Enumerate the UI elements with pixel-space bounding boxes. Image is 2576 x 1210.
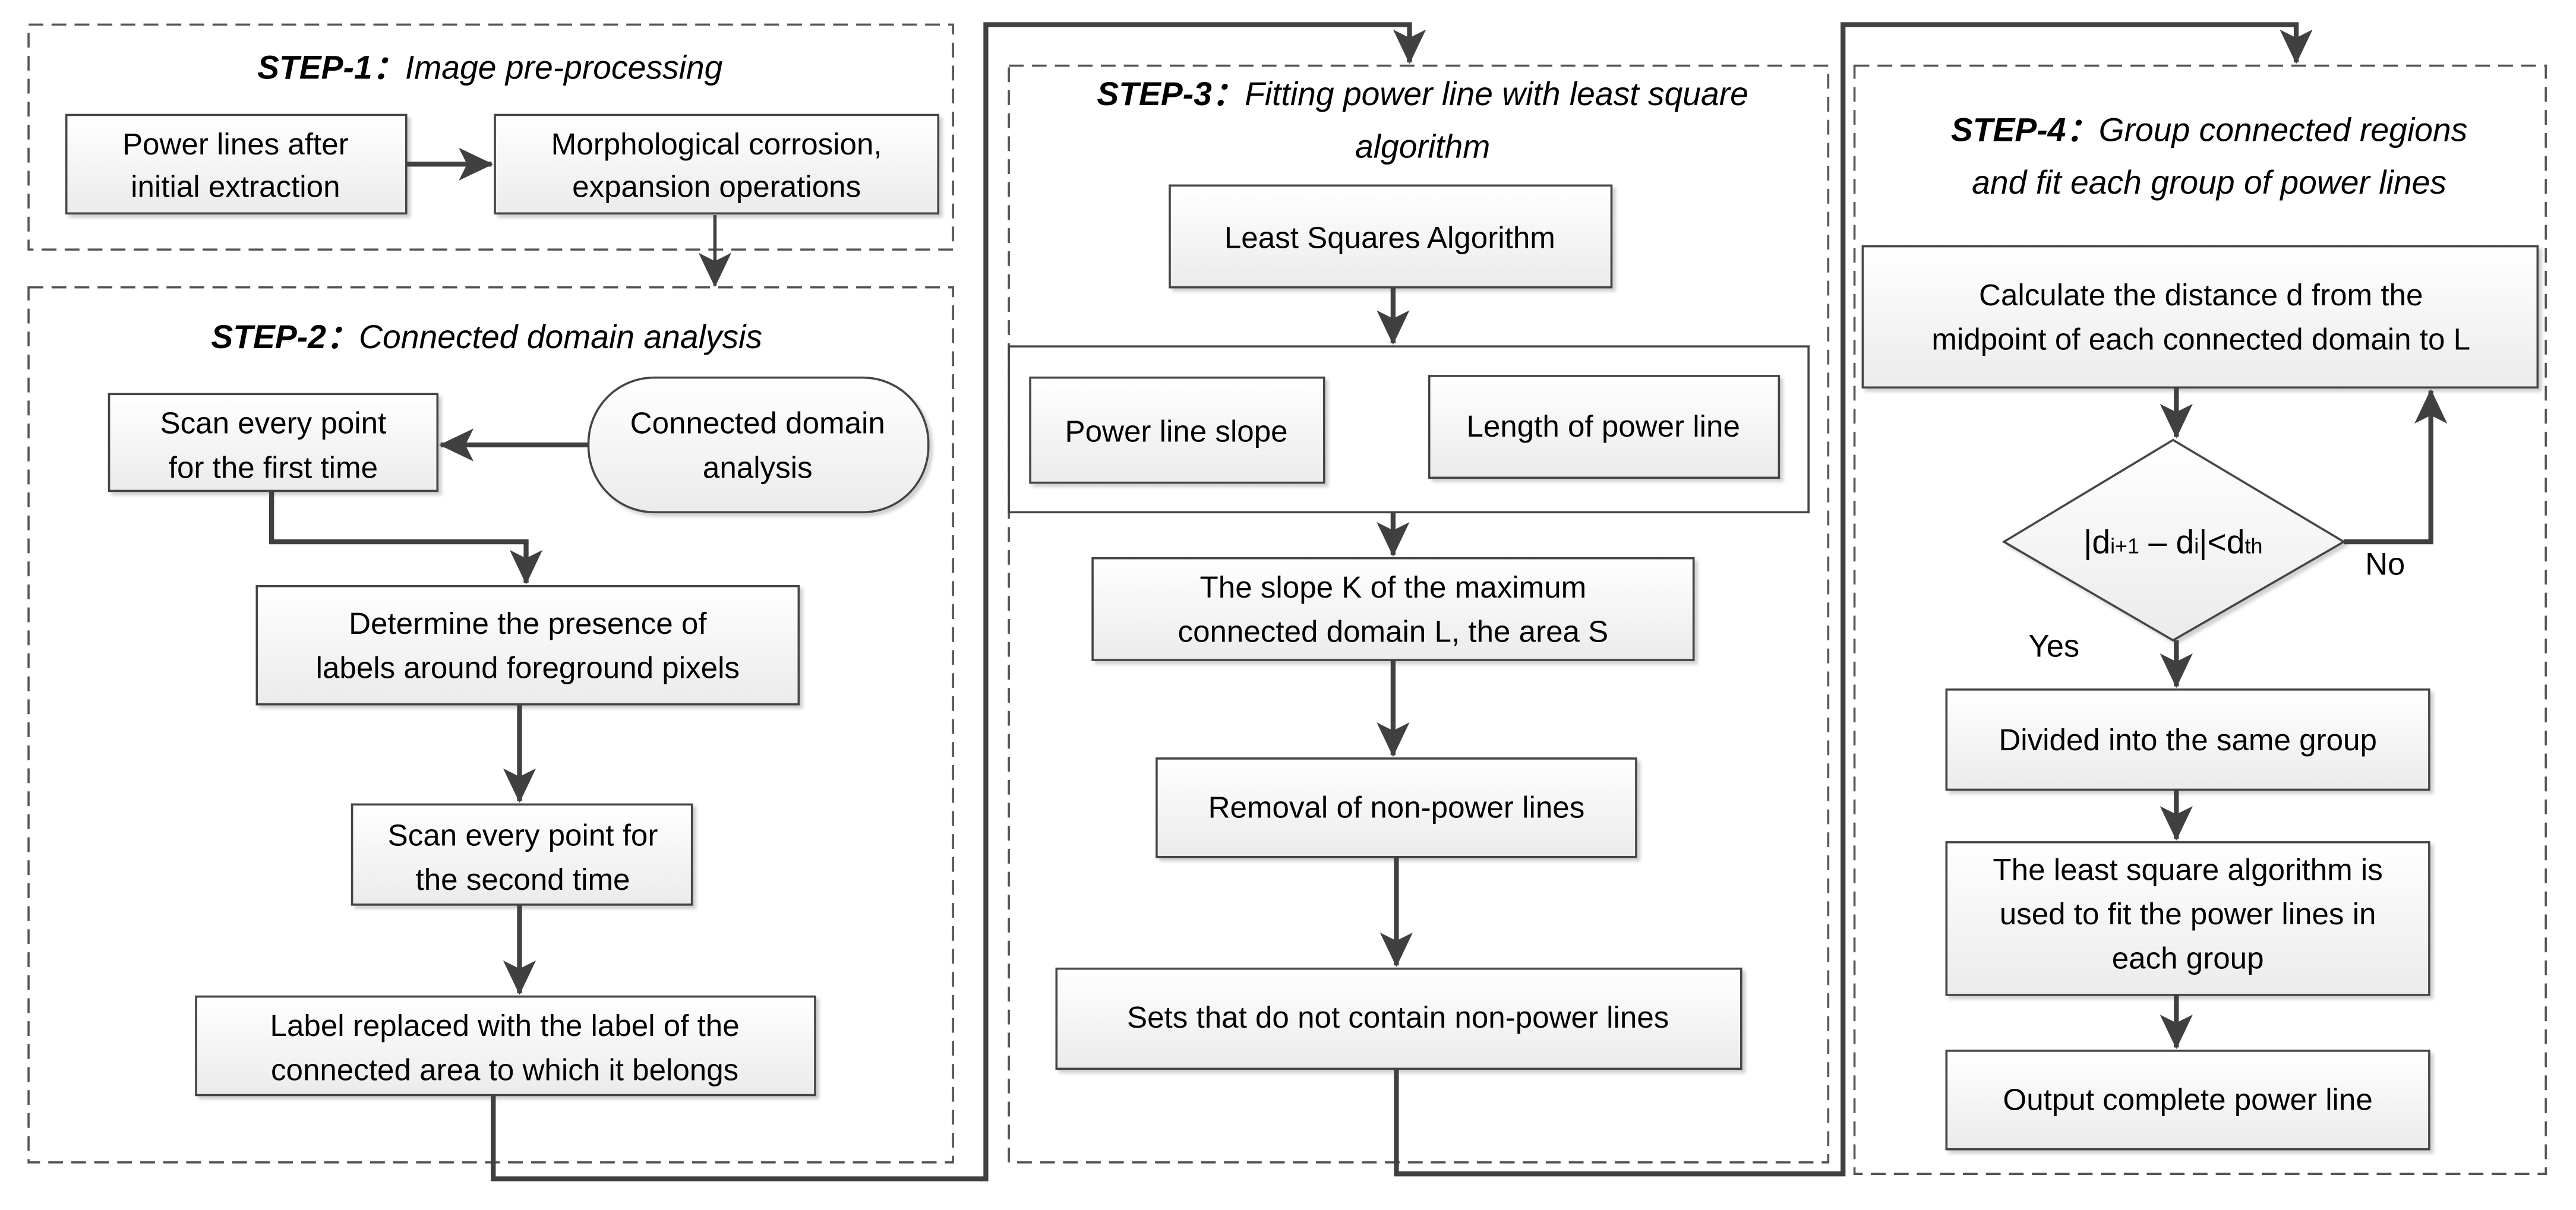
- connector-step2-to-step3: [491, 22, 1426, 1181]
- morphological-operations-box: Morphological corrosion, expansion opera…: [494, 113, 940, 215]
- svg-text:Calculate the distance d from: Calculate the distance d from the: [1979, 278, 2423, 312]
- no-label: No: [2365, 546, 2405, 582]
- svg-text:each group: each group: [2112, 942, 2264, 975]
- svg-text:Scan every point for: Scan every point for: [388, 818, 658, 852]
- power-lines-after-extraction-box: Power lines after initial extraction: [65, 113, 408, 215]
- svg-text:used to fit the power lines in: used to fit the power lines in: [2000, 897, 2376, 931]
- svg-text:midpoint of each connected dom: midpoint of each connected domain to L: [1931, 323, 2470, 356]
- step3-title: STEP-3：Fitting power line with least squ…: [1097, 75, 1748, 112]
- removal-box: Removal of non-power lines: [1156, 757, 1637, 858]
- connector-step3-to-step4: [1394, 22, 2313, 1177]
- svg-text:Least Squares Algorithm: Least Squares Algorithm: [1224, 220, 1555, 254]
- step4-group: STEP-4：Group connected regions and fit e…: [1853, 64, 2547, 1175]
- svg-text:the second time: the second time: [416, 863, 630, 896]
- calculate-distance-box: Calculate the distance d from the midpoi…: [1861, 245, 2539, 389]
- svg-text:analysis: analysis: [703, 450, 813, 484]
- svg-text:Label replaced with the label: Label replaced with the label of the: [270, 1009, 740, 1042]
- length-of-power-line-box: Length of power line: [1428, 375, 1781, 479]
- step1-group: STEP-1：Image pre-processing Power lines …: [27, 23, 954, 288]
- step3-title-line2: algorithm: [1355, 128, 1490, 165]
- step1-container: [27, 23, 954, 251]
- svg-text:Removal of non-power lines: Removal of non-power lines: [1208, 790, 1585, 824]
- svg-text:Morphological corrosion,: Morphological corrosion,: [551, 127, 882, 161]
- svg-text:Length of power line: Length of power line: [1466, 409, 1740, 443]
- svg-text:Power line slope: Power line slope: [1065, 414, 1287, 448]
- step4-title: STEP-4：Group connected regions: [1951, 112, 2467, 149]
- label-replaced-box: Label replaced with the label of the con…: [195, 995, 816, 1097]
- step4-title-line2: and fit each group of power lines: [1972, 164, 2446, 201]
- power-line-slope-box: Power line slope: [1029, 376, 1325, 484]
- least-square-fit-box: The least square algorithm is used to fi…: [1945, 841, 2430, 996]
- divided-same-group-box: Divided into the same group: [1945, 688, 2430, 791]
- svg-text:initial extraction: initial extraction: [131, 170, 340, 204]
- slope-k-box: The slope K of the maximum connected dom…: [1091, 557, 1695, 661]
- svg-text:Scan every point: Scan every point: [160, 406, 386, 440]
- step3-group: STEP-3：Fitting power line with least squ…: [1008, 64, 1830, 1164]
- svg-text:Divided into the same group: Divided into the same group: [1999, 723, 2377, 757]
- svg-text:Sets that do not contain non-p: Sets that do not contain non-power lines: [1127, 1000, 1669, 1034]
- svg-text:The least square algorithm is: The least square algorithm is: [1993, 852, 2382, 886]
- connected-domain-analysis-terminator: Connected domain analysis: [587, 376, 930, 514]
- svg-text:connected domain L, the area S: connected domain L, the area S: [1178, 615, 1609, 649]
- determine-labels-box: Determine the presence of labels around …: [255, 585, 800, 706]
- svg-text:|di+1 – di|<dth: |di+1 – di|<dth: [2083, 523, 2263, 560]
- svg-text:The slope K of the maximum: The slope K of the maximum: [1200, 570, 1587, 604]
- yes-label: Yes: [2029, 629, 2080, 664]
- scan-first-time-box: Scan every point for the first time: [108, 393, 439, 492]
- svg-text:Determine the presence of: Determine the presence of: [349, 606, 707, 640]
- svg-text:Output complete power line: Output complete power line: [2003, 1082, 2372, 1116]
- svg-text:expansion operations: expansion operations: [572, 170, 861, 204]
- svg-text:Connected domain: Connected domain: [630, 406, 885, 440]
- svg-text:Power lines after: Power lines after: [122, 127, 349, 161]
- step2-group: STEP-2：Connected domain analysis Connect…: [27, 286, 954, 1164]
- step3-container: [1008, 64, 1830, 1164]
- step1-title: STEP-1：Image pre-processing: [257, 49, 723, 86]
- svg-text:connected area to which it bel: connected area to which it belongs: [271, 1053, 738, 1087]
- sets-box: Sets that do not contain non-power lines: [1055, 967, 1742, 1070]
- least-squares-algorithm-box: Least Squares Algorithm: [1169, 184, 1613, 289]
- scan-second-time-box: Scan every point for the second time: [351, 803, 693, 906]
- step2-title: STEP-2：Connected domain analysis: [211, 318, 762, 355]
- condition-diamond: |di+1 – di|<dth: [2002, 438, 2346, 642]
- arrow-connector: [269, 491, 543, 585]
- svg-text:for the first time: for the first time: [169, 450, 378, 484]
- arrow-no-loop: [2344, 389, 2448, 545]
- svg-text:labels around foreground pixel: labels around foreground pixels: [316, 650, 740, 684]
- step4-container: [1853, 64, 2547, 1175]
- output-complete-power-line-box: Output complete power line: [1945, 1050, 2430, 1151]
